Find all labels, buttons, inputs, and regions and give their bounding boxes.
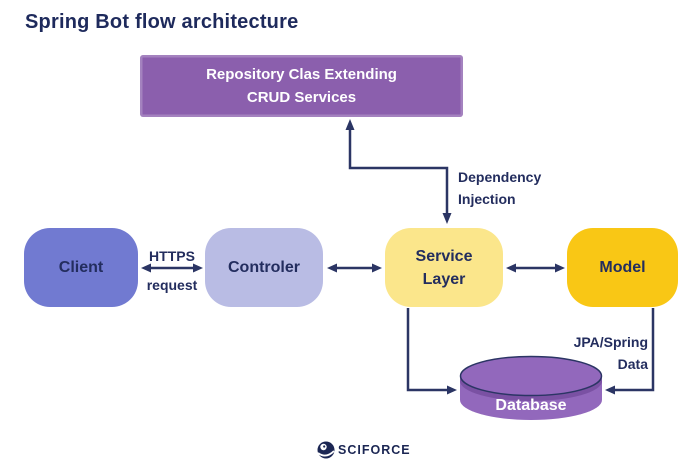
label-jpa-spring-data: JPA/Spring Data [545,331,648,375]
node-repository: Repository Clas Extending CRUD Services [140,55,463,117]
jpa-line1: JPA/Spring [573,334,648,350]
dependency-line2: Injection [458,191,516,207]
client-label: Client [58,258,104,276]
model-label: Model [599,258,646,276]
edge-model-database [605,308,655,395]
node-client: Client [24,228,138,307]
database-cylinder [459,355,603,420]
node-model: Model [567,228,678,307]
label-dependency-injection: Dependency Injection [458,166,541,210]
database-label: Database [495,397,567,414]
jpa-line2: Data [617,356,648,372]
label-request: request [146,277,198,293]
page-title: Spring Bot flow architecture [25,11,299,33]
sciforce-brand-text: SCIFORCE [338,443,411,457]
edge-service-database [406,308,457,395]
edge-client-controller [141,263,203,273]
service-label-line2: Layer [422,270,466,288]
edge-service-repository [345,119,452,224]
dependency-line1: Dependency [458,169,542,185]
sciforce-logo-icon [317,441,335,459]
label-https: HTTPS [149,248,195,264]
edge-controller-service [327,263,382,273]
repository-label-line2: CRUD Services [246,89,357,106]
controller-label: Controler [228,258,300,276]
repository-label-line1: Repository Clas Extending [206,66,397,83]
node-controller: Controler [205,228,323,307]
node-service-layer: Service Layer [385,228,503,307]
edge-service-model [506,263,565,273]
service-label-line1: Service [415,247,473,265]
